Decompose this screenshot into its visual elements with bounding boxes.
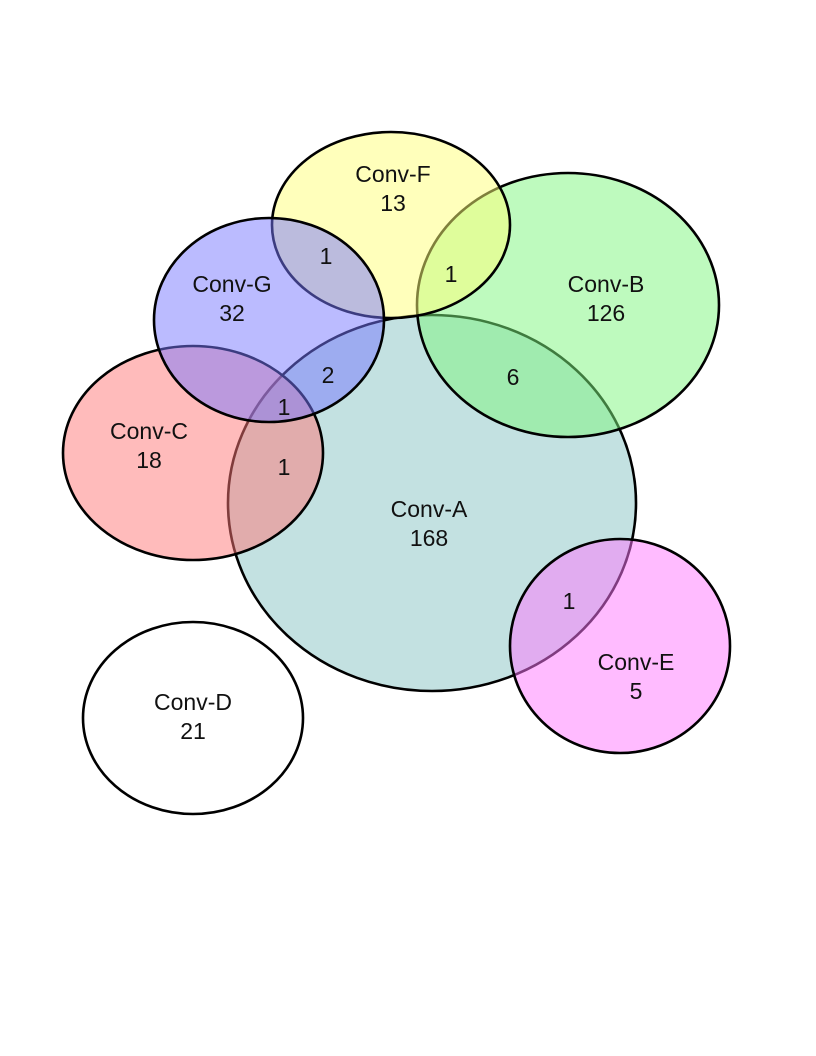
set-name-conv-g: Conv-G (192, 271, 271, 297)
intersection-count-f-b: 1 (445, 261, 458, 287)
set-name-conv-c: Conv-C (110, 418, 188, 444)
set-circle-conv-e (508, 537, 732, 755)
set-circles (61, 130, 732, 816)
intersection-count-f-g: 1 (320, 243, 333, 269)
set-count-conv-a: 168 (410, 525, 448, 551)
set-name-conv-a: Conv-A (391, 496, 468, 522)
set-name-conv-f: Conv-F (355, 161, 430, 187)
set-circle-conv-d (81, 620, 305, 816)
set-count-conv-c: 18 (136, 447, 162, 473)
set-name-conv-d: Conv-D (154, 689, 232, 715)
set-name-conv-e: Conv-E (598, 649, 675, 675)
intersection-count-a-c: 1 (278, 454, 291, 480)
set-count-conv-e: 5 (630, 678, 643, 704)
set-count-conv-g: 32 (219, 300, 245, 326)
set-count-conv-f: 13 (380, 190, 406, 216)
set-circle-conv-g (152, 216, 386, 424)
set-name-conv-b: Conv-B (568, 271, 645, 297)
intersection-count-a-g: 2 (322, 362, 335, 388)
intersection-count-a-c-g: 1 (278, 394, 291, 420)
intersection-count-a-b: 6 (507, 364, 520, 390)
set-count-conv-d: 21 (180, 718, 206, 744)
set-count-conv-b: 126 (587, 300, 625, 326)
set-labels: Conv-A 168 Conv-B 126 Conv-C 18 Conv-D 2… (110, 161, 674, 744)
intersection-count-a-e: 1 (563, 588, 576, 614)
intersection-labels: 1 1 2 6 1 1 1 (278, 243, 576, 614)
